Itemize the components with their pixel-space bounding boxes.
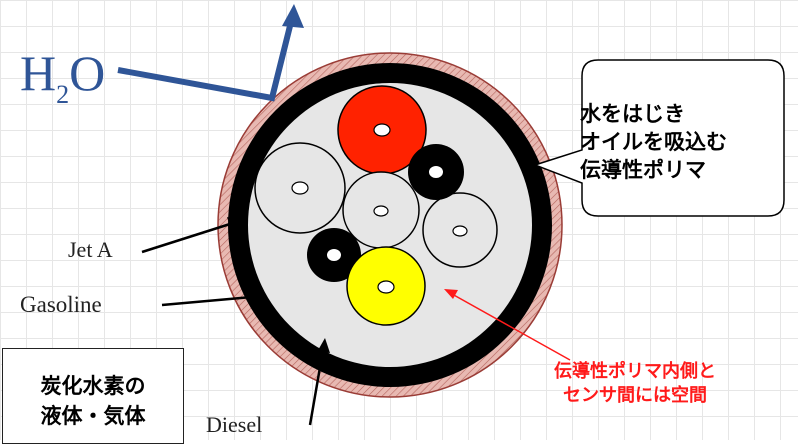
jet-a-label: Jet A xyxy=(68,237,113,262)
jet-a-pointer xyxy=(141,222,231,254)
water-o: O xyxy=(69,45,106,101)
water-repel-arrowhead xyxy=(282,4,304,28)
sensor-tube-right-white xyxy=(422,192,498,268)
gap-note-line-1: 伝導性ポリマ内側と xyxy=(554,361,716,382)
hydrocarbon-box: 炭化水素の 液体・気体 xyxy=(2,348,184,444)
callout-text: 水をはじき オイルを吸込む 伝導性ポリマ xyxy=(580,100,780,184)
hydrocarbon-line-1: 炭化水素の xyxy=(40,374,146,398)
callout-line-2: オイルを吸込む xyxy=(580,130,727,154)
water-repel-arrow xyxy=(117,17,295,102)
hydrocarbon-line-2: 液体・気体 xyxy=(40,404,146,428)
gap-note-pointer xyxy=(451,293,571,361)
diesel-pointer-head xyxy=(317,338,330,353)
callout-line-1: 水をはじき xyxy=(580,102,685,126)
sensor-tube-left-white xyxy=(254,142,346,234)
gasoline-label: Gasoline xyxy=(20,292,102,317)
callout-line-3: 伝導性ポリマ xyxy=(580,158,706,182)
diesel-pointer xyxy=(308,349,325,426)
gasoline-pointer-head xyxy=(250,290,262,303)
water-subscript: 2 xyxy=(56,80,70,109)
water-h: H xyxy=(20,45,57,101)
jet-a-pointer-head xyxy=(227,217,240,230)
gap-note-pointer-head xyxy=(444,289,458,299)
gap-note: 伝導性ポリマ内側と センサ間には空間 xyxy=(510,360,760,408)
sensor-tube-center-white xyxy=(342,171,420,249)
sensor-tube-red xyxy=(337,85,427,175)
callout-bubble xyxy=(532,59,785,217)
sensor-tube-yellow xyxy=(346,246,426,326)
sensor-tube-black-right xyxy=(408,144,464,200)
sensor-tube-black-left xyxy=(307,228,361,282)
gasoline-pointer xyxy=(161,295,253,307)
diesel-label: Diesel xyxy=(206,412,263,437)
water-molecule-label: H2O xyxy=(20,45,106,109)
hydrocarbon-text: 炭化水素の 液体・気体 xyxy=(3,371,183,431)
gap-note-line-2: センサ間には空間 xyxy=(563,385,707,406)
